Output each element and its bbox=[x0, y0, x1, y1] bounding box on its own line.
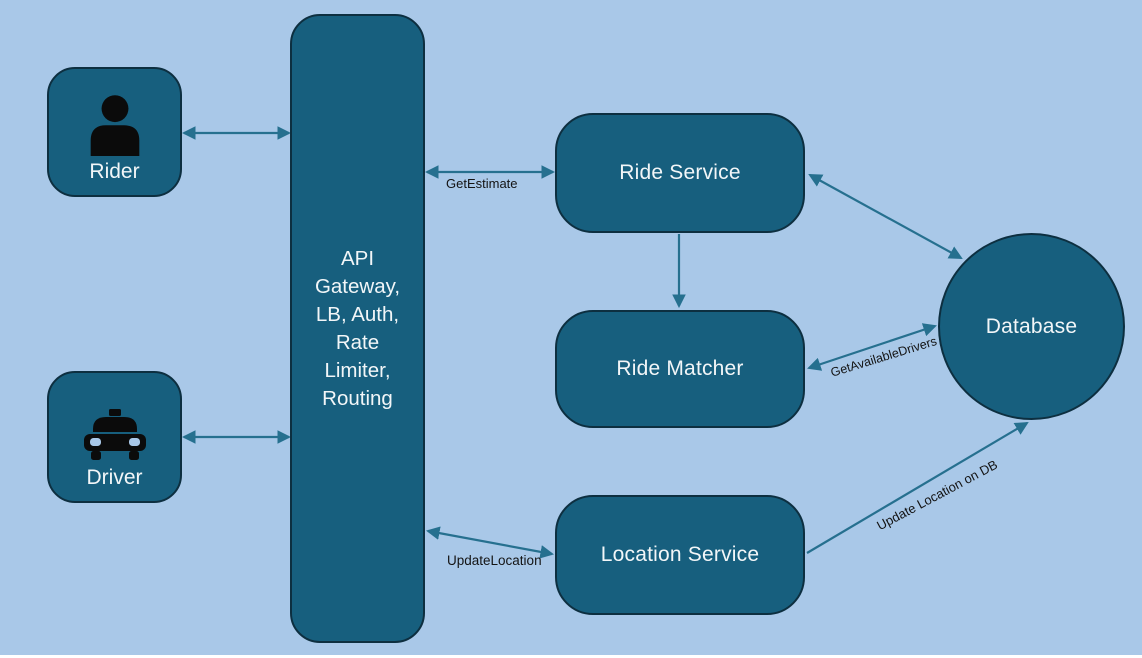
person-icon bbox=[84, 92, 146, 156]
database-node: Database bbox=[938, 233, 1125, 420]
ride-service-node: Ride Service bbox=[555, 113, 805, 233]
ride-matcher-label: Ride Matcher bbox=[616, 357, 744, 380]
edge-label-get-estimate: GetEstimate bbox=[446, 176, 518, 191]
ride-matcher-node: Ride Matcher bbox=[555, 310, 805, 428]
driver-label: Driver bbox=[86, 466, 143, 489]
edge-label-get-available-drivers: GetAvailableDrivers bbox=[828, 334, 939, 380]
ride-service-label: Ride Service bbox=[619, 161, 741, 184]
location-service-node: Location Service bbox=[555, 495, 805, 615]
canvas-bottom-edge bbox=[0, 655, 1142, 658]
database-label: Database bbox=[985, 314, 1078, 338]
edge-label-update-location-on-db: Update Location on DB bbox=[874, 456, 1000, 534]
api-gateway-label: API Gateway, LB, Auth, Rate Limiter, Rou… bbox=[314, 246, 401, 410]
api-gateway-node: API Gateway, LB, Auth, Rate Limiter, Rou… bbox=[290, 14, 425, 643]
rider-node: Rider bbox=[47, 67, 182, 197]
edge-api-gateway-location-service bbox=[425, 526, 555, 559]
location-service-label: Location Service bbox=[600, 543, 760, 566]
edge-ride-service-database bbox=[808, 174, 963, 259]
taxi-icon bbox=[82, 409, 148, 461]
edge-label-update-location: UpdateLocation bbox=[447, 553, 542, 568]
edge-location-service-database bbox=[806, 421, 1029, 554]
driver-node: Driver bbox=[47, 371, 182, 503]
rider-label: Rider bbox=[89, 160, 140, 183]
